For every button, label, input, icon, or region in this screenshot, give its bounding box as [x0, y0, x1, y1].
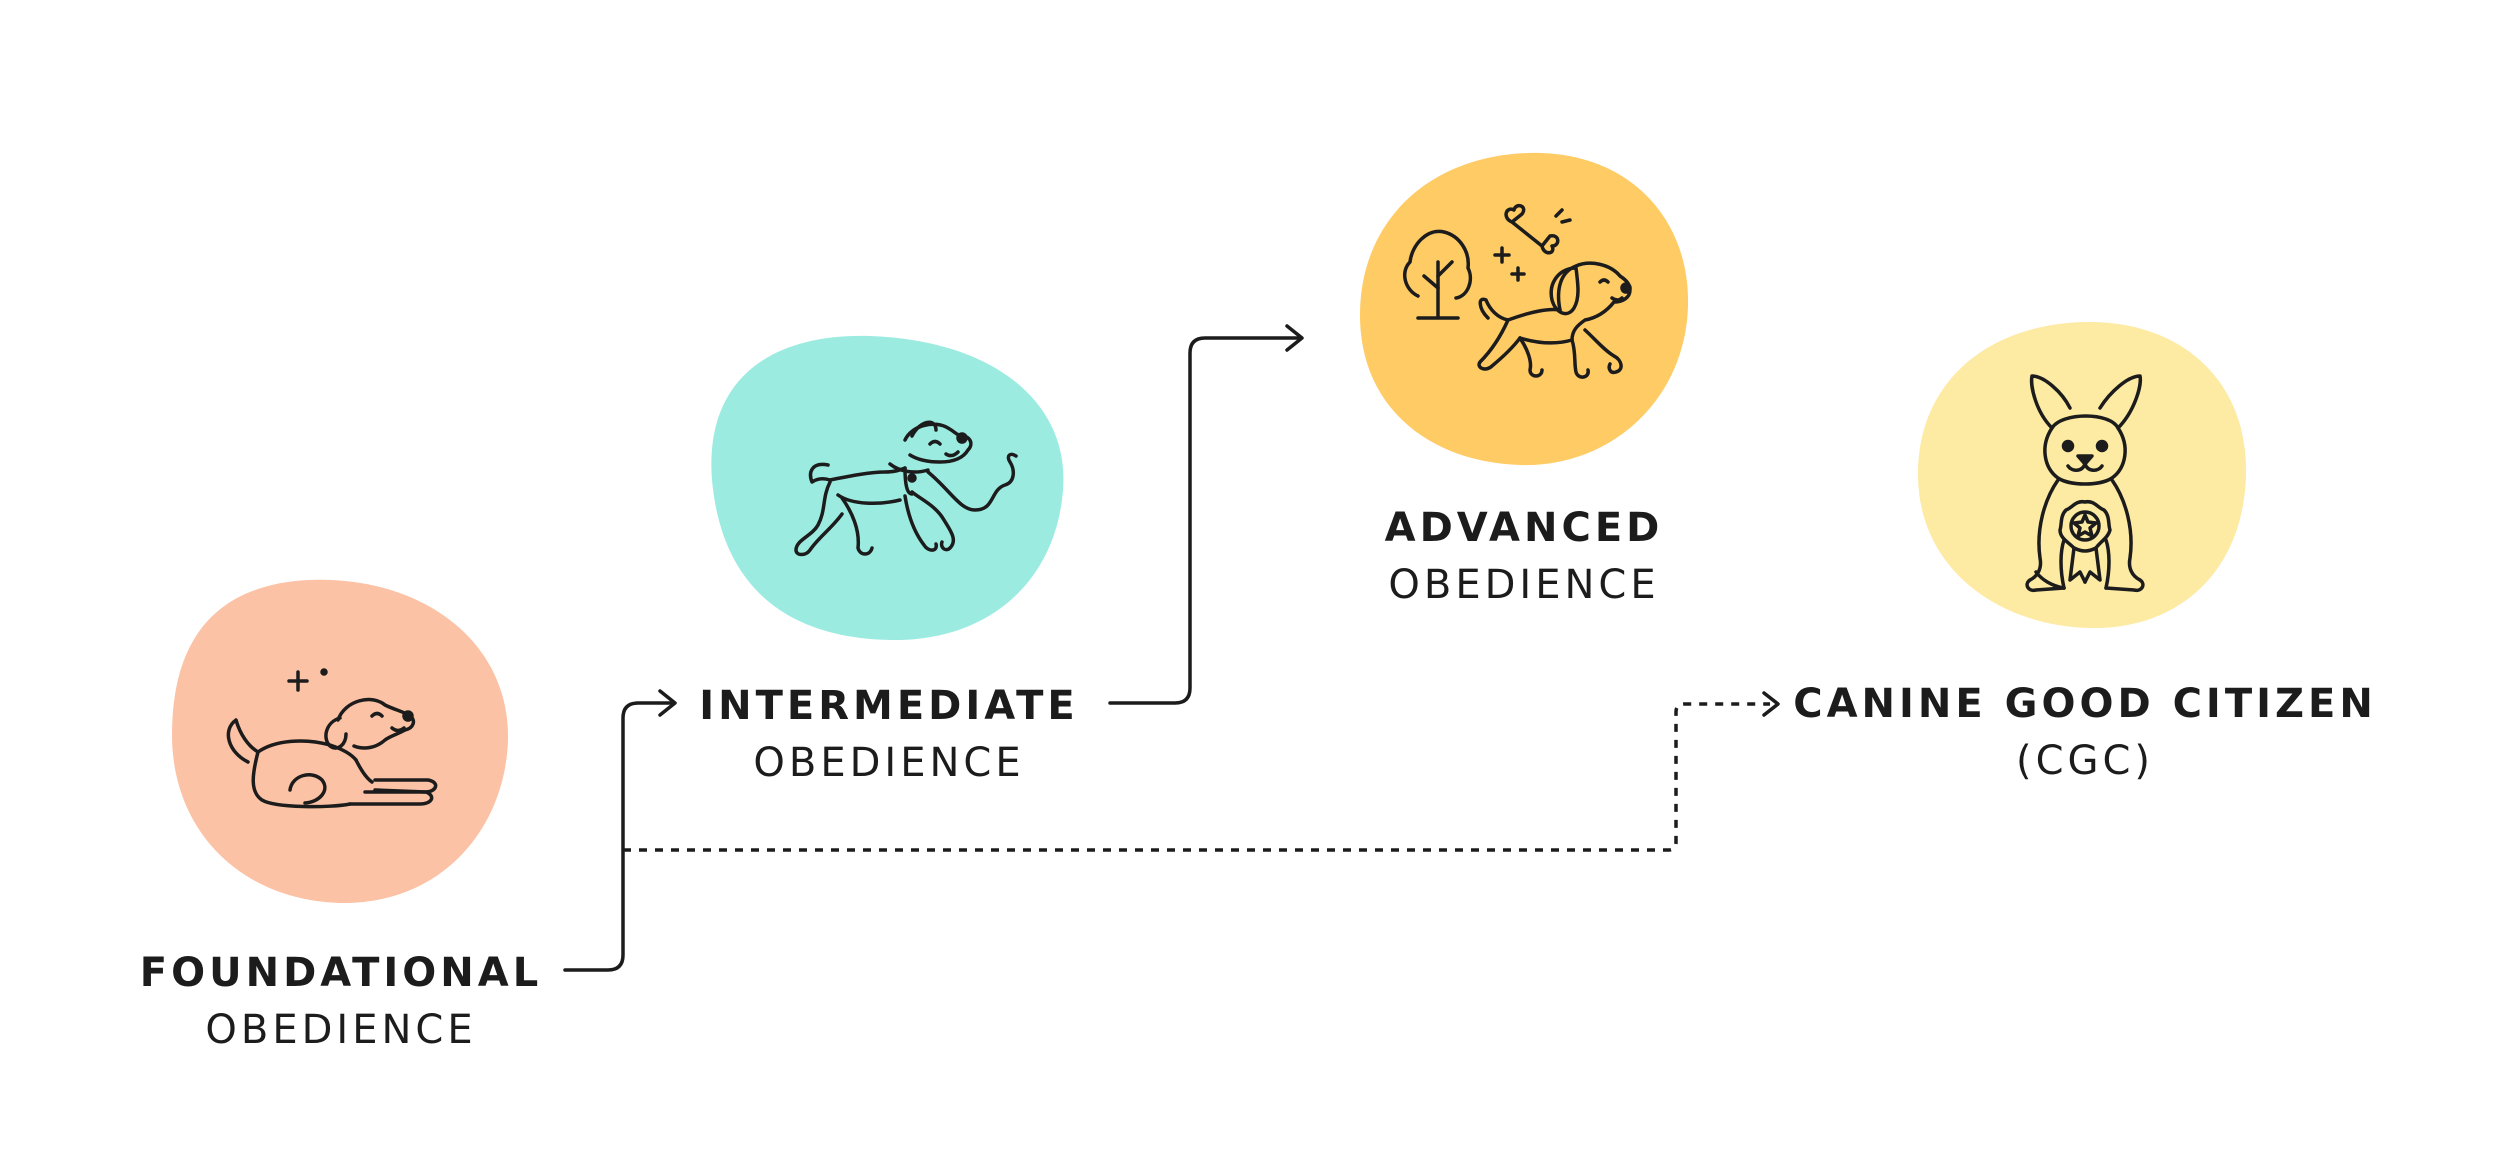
- stage-title-foundational: FOUNDATIONAL: [139, 950, 543, 996]
- stage-label-cgc: CANINE GOOD CITIZEN (CGC): [1793, 684, 2377, 781]
- stage-subtitle-intermediate: OBEDIENCE: [753, 740, 1025, 786]
- cgc-blob: [1918, 321, 2247, 629]
- stage-title-cgc: CANINE GOOD CITIZEN: [1793, 681, 2377, 727]
- lying-puppy-icon: [226, 668, 438, 809]
- foundational-blob: [172, 579, 509, 904]
- stage-subtitle-advanced: OBEDIENCE: [1388, 562, 1660, 608]
- connector-intermediate-to-advanced: [1108, 336, 1302, 705]
- connector-foundational-to-cgc-dotted: [623, 702, 1770, 852]
- stage-subtitle-cgc: (CGC): [2015, 738, 2155, 784]
- stage-label-foundational: FOUNDATIONAL OBEDIENCE: [140, 953, 542, 1050]
- sitting-dog-medal-icon: [2025, 374, 2145, 593]
- stage-label-intermediate: INTERMEDIATE OBEDIENCE: [699, 686, 1078, 783]
- advanced-blob: [1360, 152, 1689, 466]
- dog-park-bone-icon: [1402, 203, 1632, 379]
- arrowhead-intermediate: [658, 689, 677, 717]
- connector-foundational-to-intermediate: [563, 701, 675, 972]
- intermediate-blob: [711, 335, 1064, 641]
- arrowhead-cgc: [1762, 691, 1780, 717]
- arrowhead-advanced: [1285, 324, 1304, 352]
- stage-label-advanced: ADVANCED OBEDIENCE: [1385, 508, 1664, 605]
- walking-dog-on-leash-icon: [794, 420, 1018, 557]
- stage-subtitle-foundational: OBEDIENCE: [205, 1007, 477, 1053]
- stage-title-advanced: ADVANCED: [1384, 505, 1664, 551]
- stage-title-intermediate: INTERMEDIATE: [699, 683, 1079, 729]
